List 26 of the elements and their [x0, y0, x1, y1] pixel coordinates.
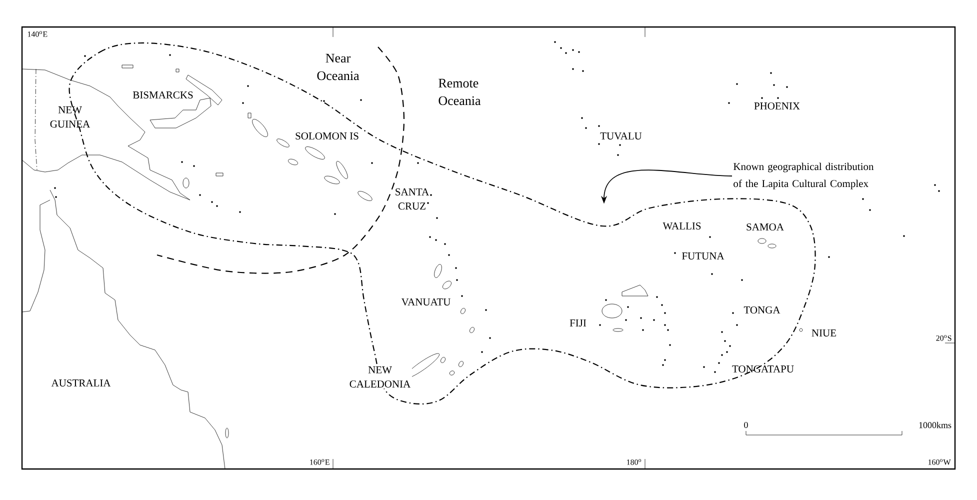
place-name: SAMOA — [746, 223, 784, 231]
annotation-text: Known geographical distribution of the Lapita Cultural Complex — [734, 162, 874, 190]
scale-label: 0 — [744, 422, 748, 428]
region-label: Near Oceania — [317, 54, 360, 80]
region-label: Remote Oceania — [438, 78, 481, 106]
place-name: AUSTRALIA — [51, 379, 111, 387]
degree-label: 140$^{o}$E — [28, 31, 48, 37]
scale-label: 1000kms — [919, 422, 952, 428]
place-name: PHOENIX — [754, 102, 800, 110]
place-name: NIUE — [812, 330, 836, 336]
degree-label: 160$^{o}$E — [310, 459, 330, 465]
place-name: FUTUNA — [682, 252, 724, 260]
degree-label: 180$^{o}$ — [627, 459, 642, 465]
place-name: NEW CALEDONIA — [348, 365, 412, 389]
place-name: TUVALU — [600, 132, 642, 140]
place-name: TONGATAPU — [732, 365, 794, 373]
place-name: NEW GUINEA — [50, 106, 90, 128]
place-name: BISMARCKS — [132, 91, 193, 99]
degree-label: 20$^{o}$S — [936, 335, 952, 341]
place-name: FIJI — [570, 320, 586, 326]
place-name: VANUATU — [401, 298, 450, 306]
degree-label: 160$^{o}$W — [928, 459, 951, 465]
place-name: SANTA CRUZ — [396, 188, 429, 210]
place-name: WALLIS — [662, 222, 701, 230]
place-name: TONGA — [744, 306, 780, 314]
place-name: SOLOMON IS — [296, 132, 358, 140]
